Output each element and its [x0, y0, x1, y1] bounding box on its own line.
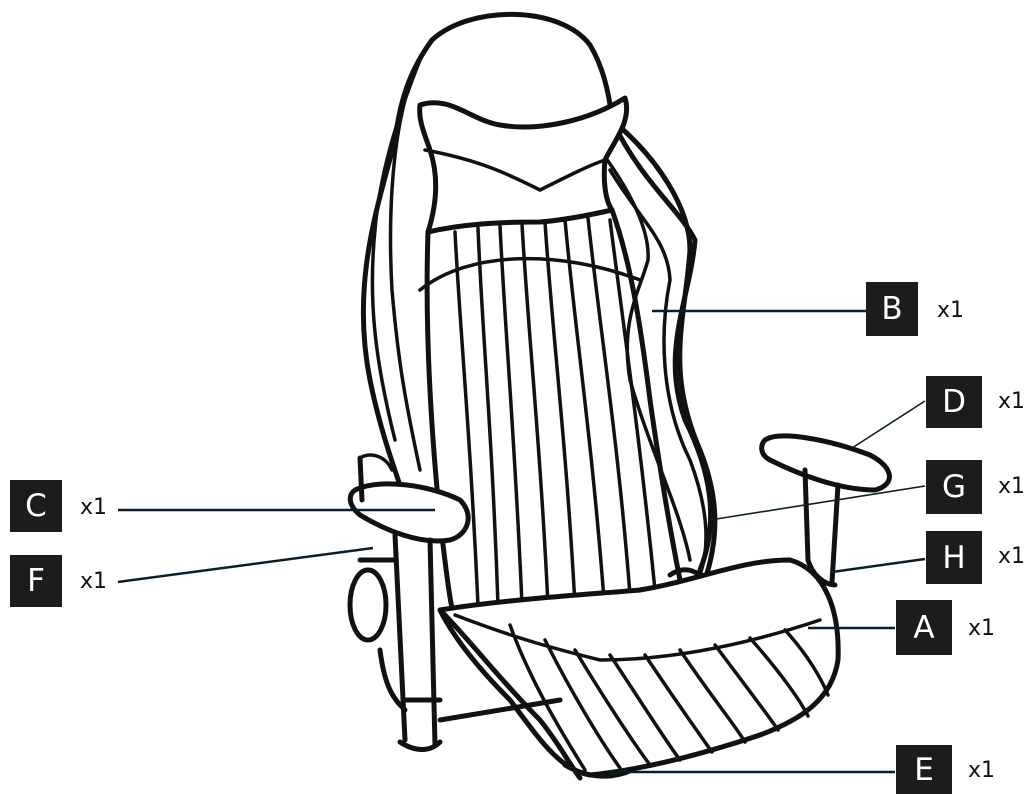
leader-g: [709, 485, 926, 521]
part-qty-d: x1: [998, 389, 1026, 414]
part-tag-h: H: [926, 531, 982, 584]
part-tag-g: G: [926, 460, 982, 514]
part-tag-b: B: [866, 282, 918, 336]
leader-d: [851, 400, 926, 449]
part-qty-e: x1: [968, 758, 996, 783]
part-tag-c: C: [10, 480, 62, 532]
part-qty-h: x1: [998, 544, 1026, 569]
leader-f: [117, 546, 374, 584]
part-tag-d: D: [926, 376, 982, 428]
part-qty-c: x1: [80, 495, 108, 520]
part-tag-e: E: [896, 745, 952, 794]
part-qty-a: x1: [968, 616, 996, 641]
part-qty-g: x1: [998, 474, 1026, 499]
part-qty-b: x1: [937, 298, 965, 323]
leader-h: [831, 557, 926, 574]
part-qty-f: x1: [80, 569, 108, 594]
part-tag-f: F: [10, 555, 62, 607]
part-tag-a: A: [896, 600, 952, 655]
